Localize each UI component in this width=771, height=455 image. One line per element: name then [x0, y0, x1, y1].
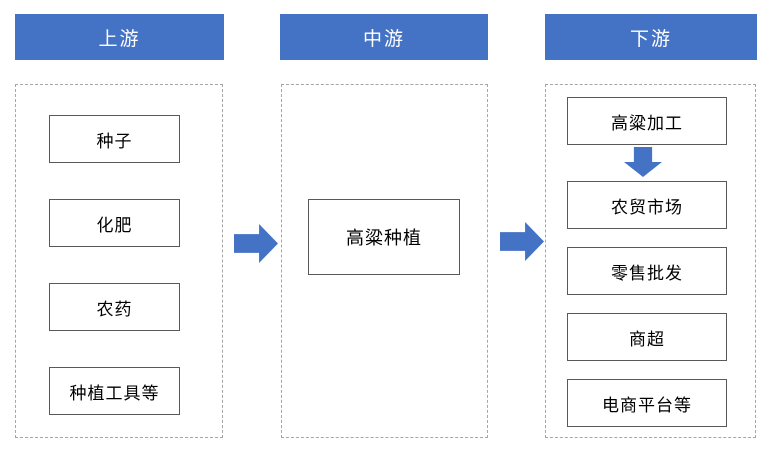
downstream-item-supermarket: 商超 [567, 313, 727, 361]
right-arrow-icon [234, 224, 278, 263]
midstream-header: 中游 [280, 14, 488, 60]
downstream-item-ecommerce-platforms: 电商平台等 [567, 379, 727, 427]
downstream-panel [545, 84, 756, 438]
downstream-item-farmers-market: 农贸市场 [567, 181, 727, 229]
downstream-item-retail-wholesale: 零售批发 [567, 247, 727, 295]
downstream-header: 下游 [545, 14, 757, 60]
downstream-item-sorghum-processing: 高粱加工 [567, 97, 727, 145]
upstream-item-planting-tools: 种植工具等 [49, 367, 180, 415]
upstream-item-pesticide: 农药 [49, 283, 180, 331]
right-arrow-icon [500, 222, 544, 261]
midstream-item-sorghum-planting: 高粱种植 [308, 199, 460, 275]
upstream-header: 上游 [15, 14, 224, 60]
upstream-item-fertilizer: 化肥 [49, 199, 180, 247]
midstream-panel [281, 84, 488, 438]
upstream-panel [15, 84, 223, 438]
upstream-item-seeds: 种子 [49, 115, 180, 163]
